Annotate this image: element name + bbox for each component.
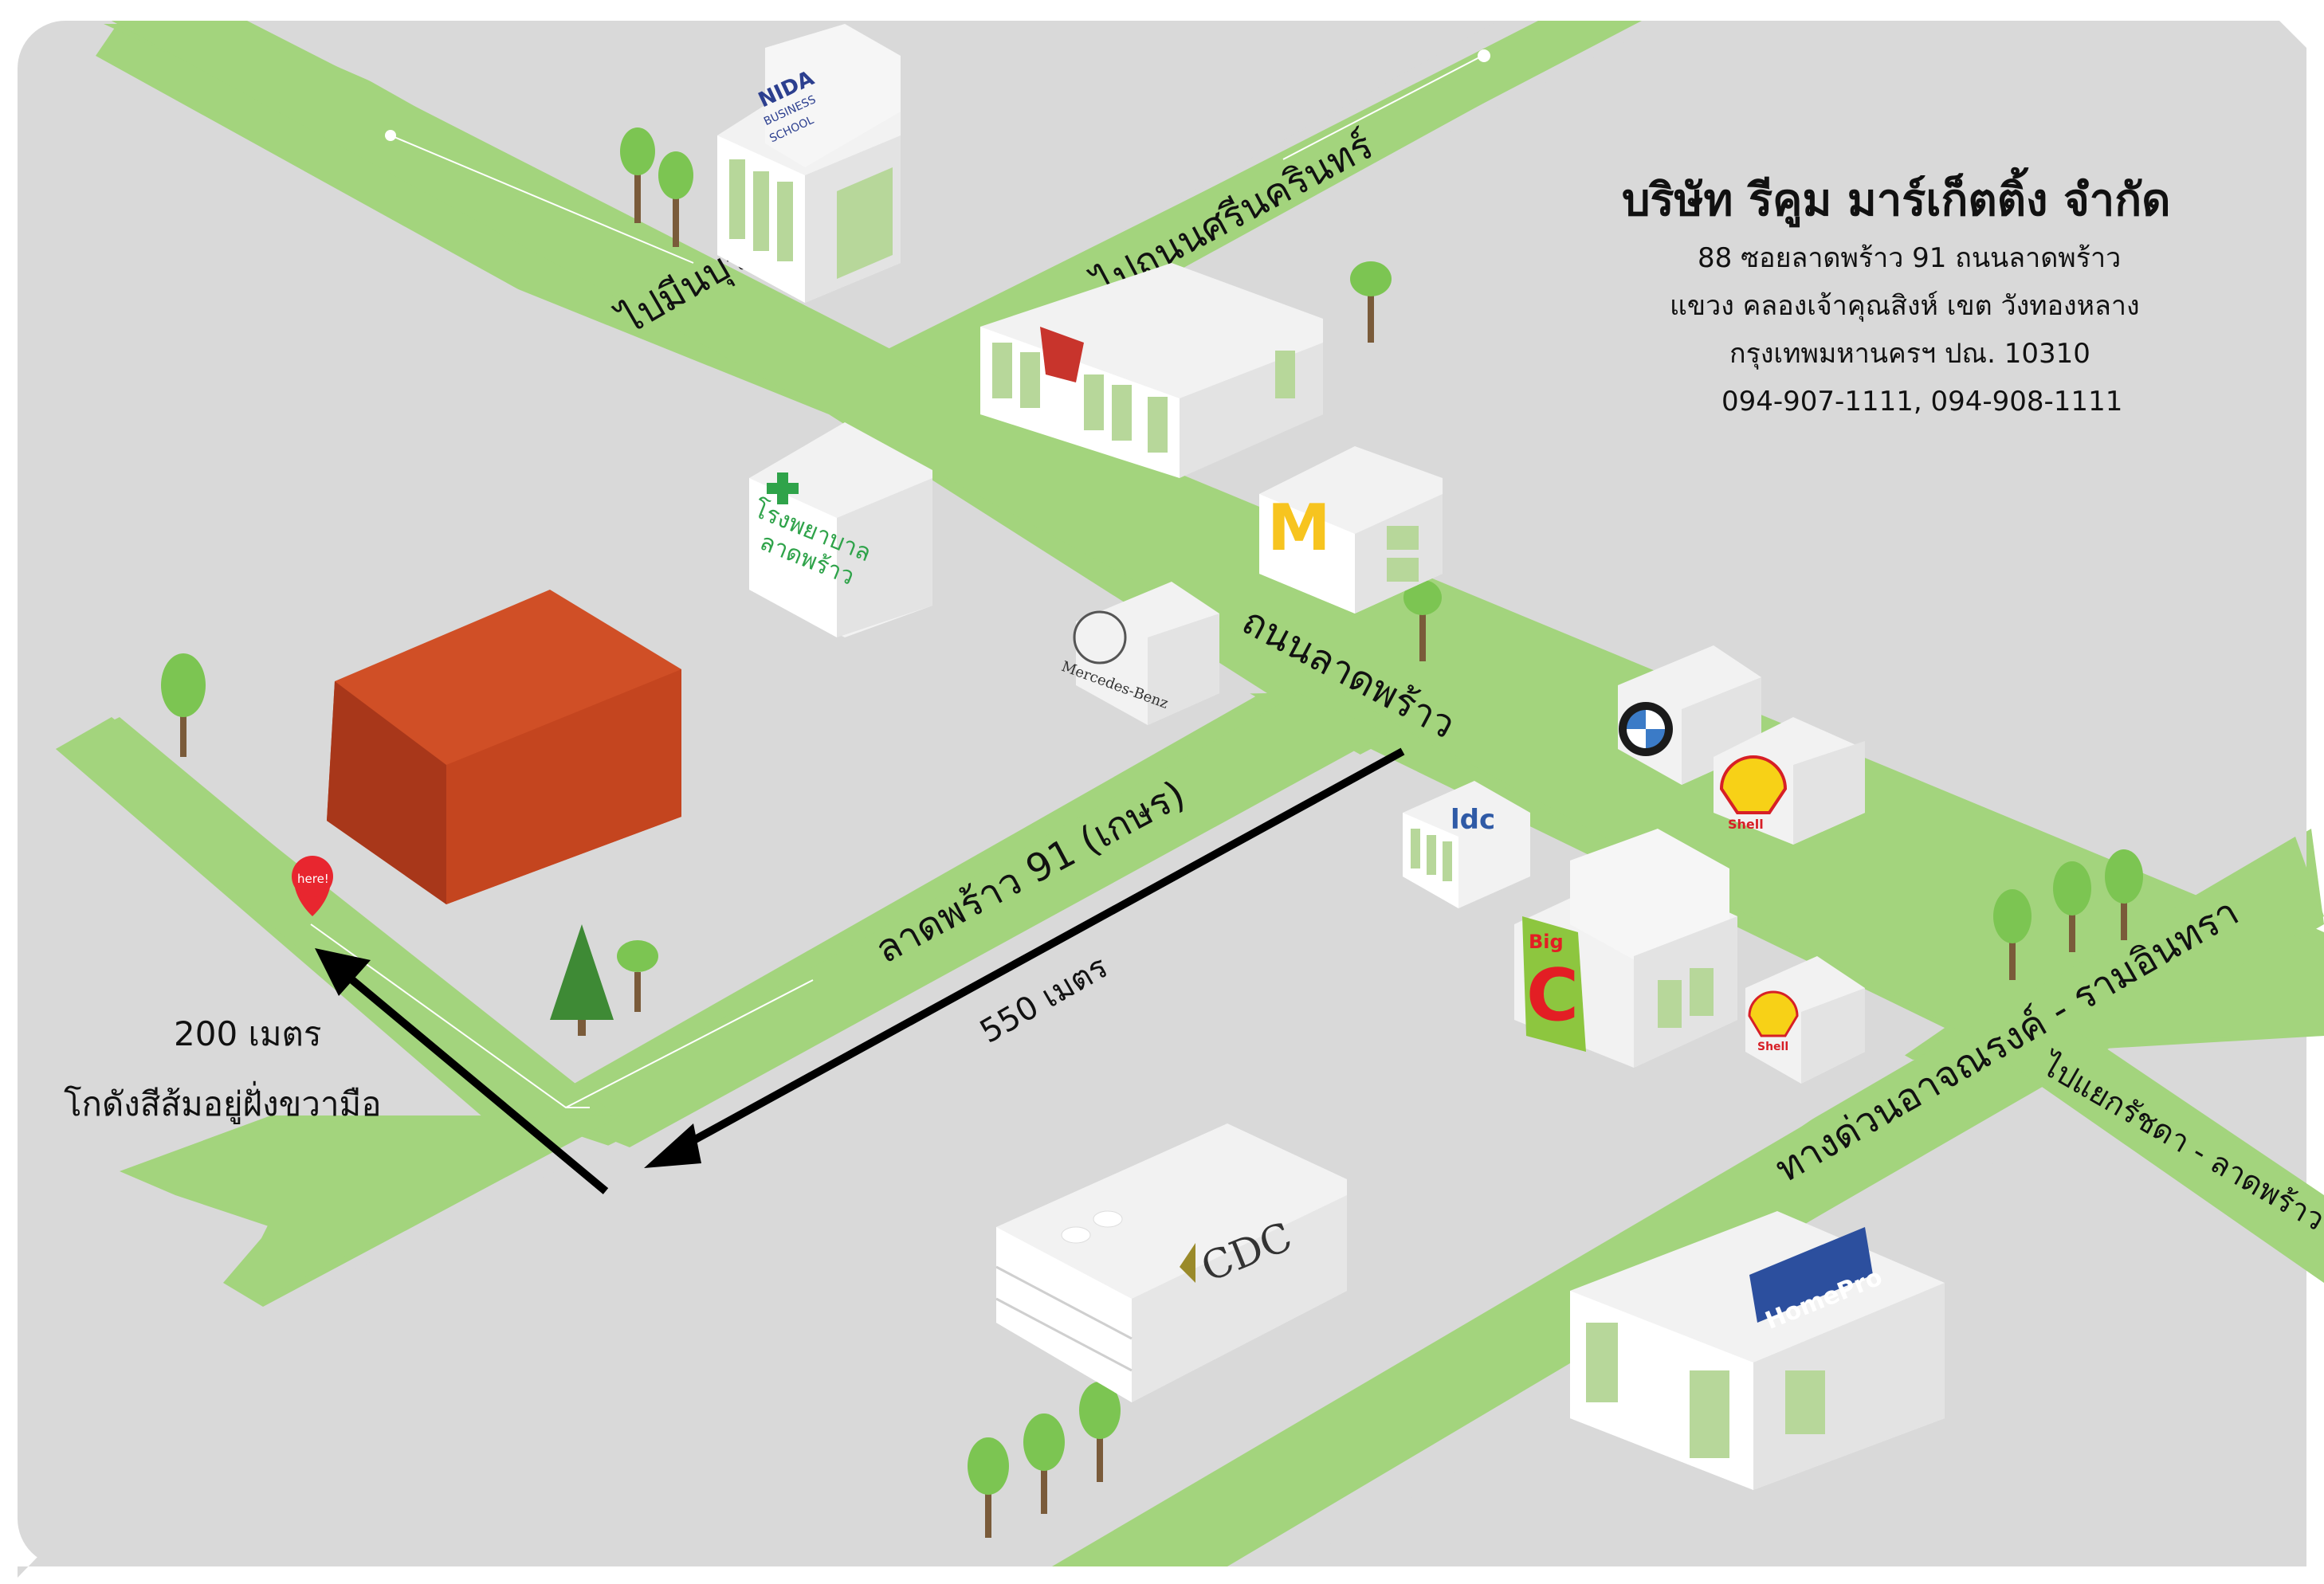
tree-icon	[1993, 889, 2032, 980]
hospital-cross-icon	[767, 472, 799, 504]
red-brand-logo-icon	[1040, 327, 1084, 382]
tree-icon	[2053, 861, 2091, 952]
bigc-label-top: Big	[1529, 931, 1564, 953]
route-arrow-lane	[340, 969, 609, 1194]
company-name: บริษัท รีคูม มาร์เก็ตติ้ง จำกัด	[1622, 167, 2171, 228]
final-note: โกดังสีส้มอยู่ฝั่งขวามือ	[64, 1081, 381, 1124]
building-shell-1: Shell	[1714, 717, 1865, 845]
bigc-label-c: C	[1526, 954, 1579, 1037]
map-pin-icon	[292, 856, 333, 916]
ldc-logo: ldc	[1451, 804, 1495, 836]
building-mcdonalds: M	[1259, 446, 1443, 614]
building-cdc: CDC	[995, 1123, 1347, 1402]
building-hospital: โรงพยาบาล ลาดพร้าว	[749, 422, 932, 637]
tree-icon	[620, 127, 655, 223]
cdc-logo-icon	[1180, 1243, 1195, 1283]
road-expressway-top	[1052, 837, 2324, 1566]
pine-tree-icon	[550, 924, 614, 1036]
building-mall	[980, 263, 1323, 478]
tree-icon	[1403, 580, 1442, 661]
building-ldc: ldc	[1403, 781, 1530, 908]
distance-final: 200 เมตร	[174, 1014, 321, 1053]
mercedes-logo-icon	[1073, 610, 1127, 665]
route-arrowhead-lane	[315, 948, 371, 996]
company-info: บริษัท รีคูม มาร์เก็ตติ้ง จำกัด 88 ซอยลา…	[1622, 167, 2171, 418]
trees	[161, 127, 2143, 1538]
road-ratchada-top	[1969, 1012, 2324, 1283]
route-arrow-soi91	[671, 747, 1405, 1155]
road-left-lane-top	[56, 717, 606, 1147]
tree-icon	[2105, 849, 2143, 940]
pin-label: here!	[297, 872, 329, 886]
building-nida: NIDA BUSINESS SCHOOL	[717, 24, 901, 303]
tree-icon	[1350, 261, 1392, 343]
road-soi91-top	[550, 693, 1387, 1147]
tree-icon	[161, 653, 206, 757]
bigc-sign	[1522, 916, 1586, 1052]
tree-icon	[617, 940, 658, 1012]
route	[315, 747, 1405, 1194]
tree-icon	[968, 1437, 1009, 1538]
building-bigc: Big C	[1514, 829, 1737, 1068]
tree-icon	[1023, 1413, 1065, 1514]
company-address-3: กรุงเทพมหานครฯ ปณ. 10310	[1729, 338, 2090, 370]
tree-icon	[1079, 1382, 1121, 1482]
road-bottom-top	[128, 1115, 622, 1299]
shell-logo-icon	[1748, 990, 1799, 1037]
mcdonalds-logo-icon: M	[1267, 491, 1331, 565]
tree-icon	[658, 151, 693, 247]
shell-logo-icon	[1719, 755, 1788, 814]
company-address-1: 88 ซอยลาดพร้าว 91 ถนนลาดพร้าว	[1698, 242, 2121, 274]
shell-label-2: Shell	[1757, 1041, 1788, 1053]
company-phones: 094-907-1111, 094-908-1111	[1721, 386, 2122, 418]
company-address-2: แขวง คลองเจ้าคุณสิงห์ เขต วังทองหลาง	[1670, 290, 2140, 322]
road-srinakarin-top	[885, 21, 1642, 382]
orange-warehouse	[327, 590, 681, 904]
shell-label-1: Shell	[1728, 817, 1764, 832]
building-shell-2: Shell	[1745, 956, 1865, 1084]
route-arrowhead-soi91	[644, 1123, 701, 1168]
lane-lines	[310, 49, 1490, 1108]
homepro-sign	[1749, 1227, 1873, 1323]
building-bmw	[1618, 645, 1761, 785]
building-homepro: HomePro	[1570, 1211, 1945, 1490]
